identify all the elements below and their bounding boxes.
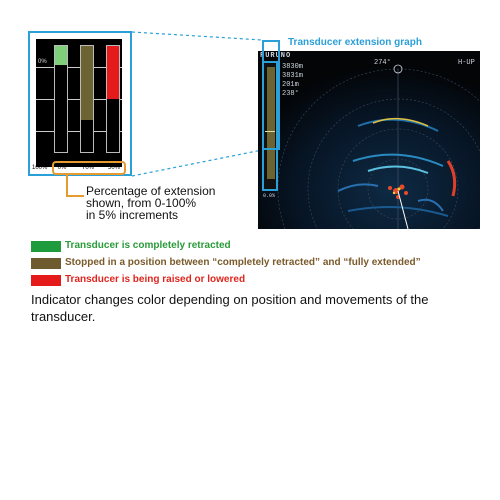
legend-text-stopped: Stopped in a position between “completel… <box>65 257 421 268</box>
bracket-stem <box>66 175 68 197</box>
sonar-display <box>258 51 480 229</box>
scale-line-top <box>36 67 122 68</box>
bar-moving <box>106 45 120 153</box>
side-graph-fill <box>267 67 275 179</box>
legend-text-retracted: Transducer is completely retracted <box>65 240 231 251</box>
sonar-screen: FURUNO 274° H-UP 3830m 3831m 201m 238° 0… <box>258 51 480 229</box>
zoomed-graph-background: 0% <box>36 39 122 167</box>
caption: Indicator changes color depending on pos… <box>31 292 429 324</box>
bar-label-stopped: 70% <box>81 165 94 171</box>
bar-fill-retracted <box>55 46 67 65</box>
side-graph-marker <box>265 131 275 132</box>
percentage-bracket <box>52 161 126 175</box>
note-line-3: in 5% increments <box>86 208 179 222</box>
extension-note: Percentage of extension shown, from 0-10… <box>86 185 215 221</box>
bar-retracted <box>54 45 68 153</box>
graph-highlight-box <box>262 40 280 150</box>
side-graph-label: 0.0% <box>263 193 276 199</box>
scale-top-label: 0% <box>38 59 47 65</box>
readout-line-1: 3830m <box>282 63 304 71</box>
readout-line-2: 3831m <box>282 72 304 80</box>
scale-line-mid1 <box>36 99 122 100</box>
bar-label-moving: 50% <box>107 165 120 171</box>
legend-text-moving: Transducer is being raised or lowered <box>65 274 246 285</box>
note-line-1: Percentage of extension <box>86 184 216 198</box>
scale-line-mid2 <box>36 131 122 132</box>
bar-label-retracted: 0% <box>57 165 67 171</box>
bar-fill-moving <box>107 46 119 99</box>
swatch-brown <box>31 258 61 269</box>
readout-panel: 3830m 3831m 201m 238° <box>282 63 303 99</box>
zoomed-extension-graph: 0% <box>28 31 132 176</box>
orientation-label: H-UP <box>458 59 475 67</box>
scale-bottom-label: 100% <box>32 165 48 171</box>
swatch-green <box>31 241 61 252</box>
brand-label: FURUNO <box>260 52 292 60</box>
bracket-arm <box>66 195 84 197</box>
bar-fill-stopped <box>81 46 93 120</box>
swatch-red <box>31 275 61 286</box>
bearing-label: 274° <box>374 59 391 67</box>
readout-line-3: 201m <box>282 81 299 89</box>
readout-line-4: 238° <box>282 90 299 98</box>
callout-title: Transducer extension graph <box>288 37 422 48</box>
note-line-2: shown, from 0-100% <box>86 196 197 210</box>
bar-stopped <box>80 45 94 153</box>
